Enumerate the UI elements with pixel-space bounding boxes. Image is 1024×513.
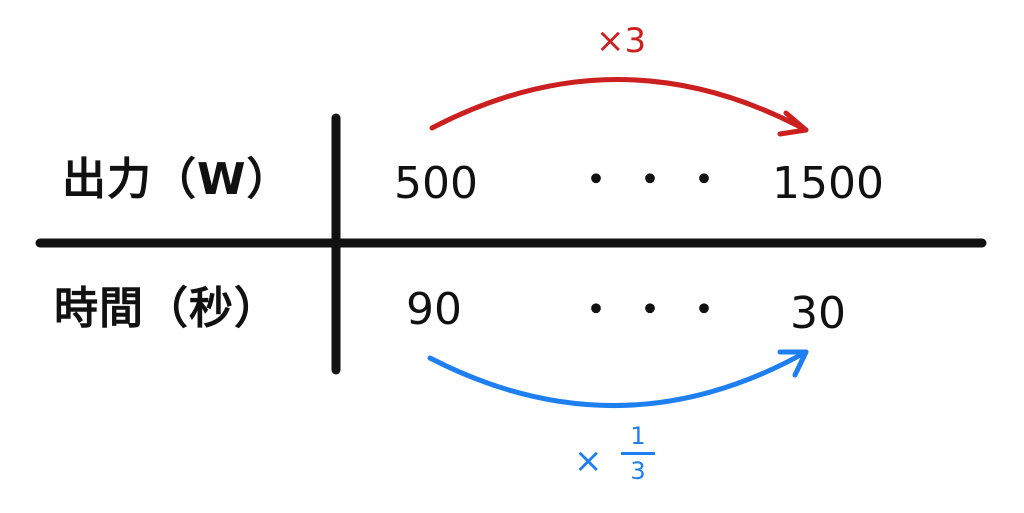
bottom-arrow-curve: [427, 349, 809, 409]
time-end-value: 30: [790, 288, 846, 339]
fraction-bar: [621, 452, 655, 455]
power-ellipsis: ・・・: [576, 157, 738, 203]
row-label-power: 出力（W）: [62, 154, 292, 205]
row-label-time: 時間（秒）: [54, 283, 279, 334]
top-arrow-label: ×3: [596, 21, 647, 61]
power-start-value: 500: [394, 158, 478, 209]
top-arrow-head: [777, 110, 809, 137]
bottom-arrow-fraction: 1 3: [621, 424, 655, 483]
bottom-arrow-head: [777, 349, 809, 378]
bottom-arrow-times: ×: [574, 441, 603, 481]
fraction-denominator: 3: [630, 457, 646, 485]
time-start-value: 90: [406, 284, 462, 335]
fraction-numerator: 1: [630, 422, 646, 450]
time-ellipsis: ・・・: [576, 287, 738, 333]
power-end-value: 1500: [772, 158, 884, 209]
top-arrow-curve: [429, 77, 809, 133]
